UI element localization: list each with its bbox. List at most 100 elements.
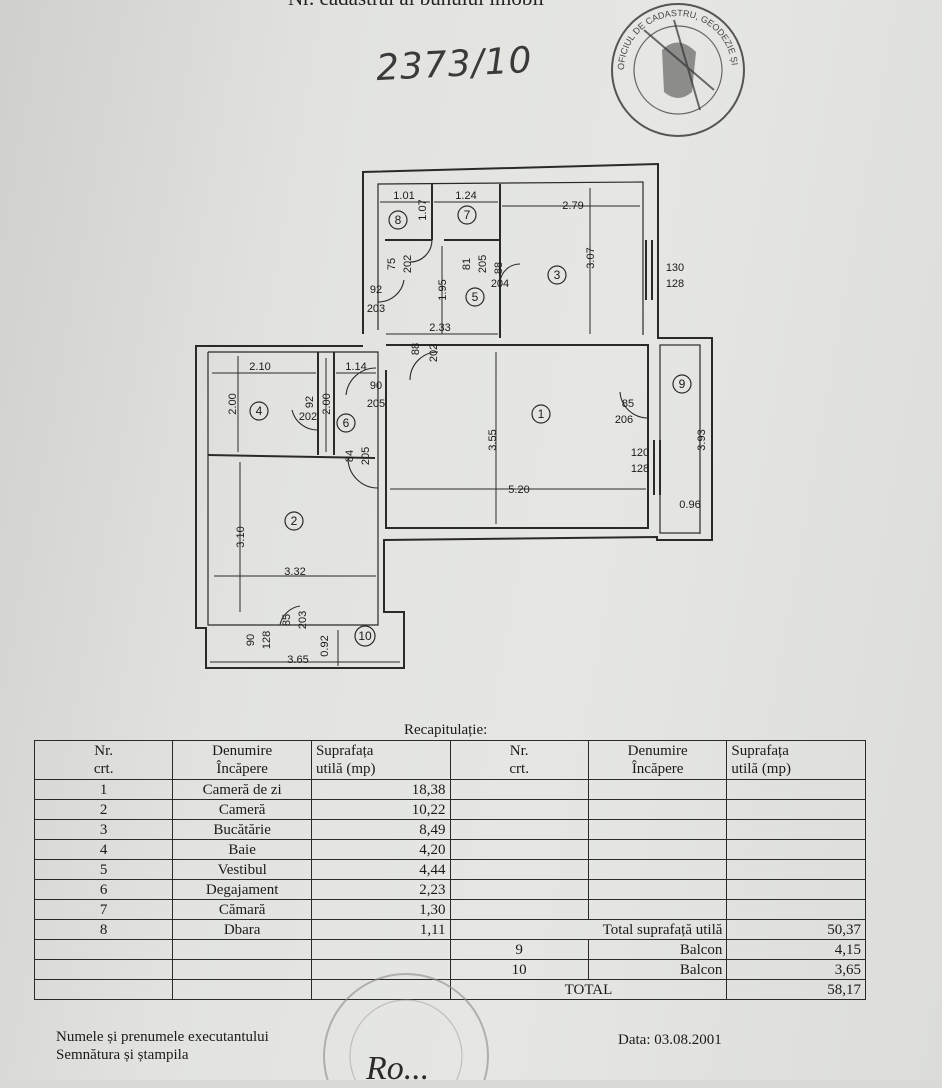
room-6-label: 6: [343, 416, 350, 430]
row-nr: 2: [33, 799, 174, 820]
dim-label: 204: [491, 278, 509, 290]
room-7-label: 7: [464, 208, 471, 222]
row-suprafata: 18,38: [310, 779, 451, 800]
room-4-label: 4: [256, 404, 263, 418]
row-nr: 9: [449, 939, 589, 960]
total-util-value: 50,37: [726, 919, 866, 940]
dim-label: 128: [631, 463, 649, 475]
dim-label: 3.07: [585, 247, 597, 268]
room-8-label: 8: [395, 213, 402, 227]
total-label: TOTAL: [449, 979, 728, 1000]
room-5-label: 5: [472, 290, 479, 304]
row-suprafata: 3,65: [726, 959, 866, 980]
dim-label: 2.00: [227, 393, 239, 414]
recap-title: Recapitulație:: [404, 722, 488, 738]
dim-label: 90: [245, 634, 257, 646]
row-suprafata: 2,23: [310, 879, 451, 900]
dim-label: 3.65: [287, 654, 308, 666]
table-row: 4 Baie 4,20: [33, 839, 866, 860]
row-denumire: Balcon: [587, 959, 728, 980]
dim-label: 90: [370, 380, 382, 392]
room-1-label: 1: [538, 407, 545, 421]
row-suprafata: 4,15: [726, 939, 866, 960]
room-9-label: 9: [679, 377, 686, 391]
dim-label: 3.32: [284, 566, 305, 578]
dim-label: 81: [461, 258, 473, 270]
row-suprafata: 1,30: [310, 899, 451, 920]
dim-label: 0.92: [319, 635, 331, 656]
row-suprafata: 1,11: [310, 919, 451, 940]
dim-label: 128: [666, 278, 684, 290]
dim-label: 202: [299, 411, 317, 423]
row-nr: 5: [33, 859, 174, 880]
row-suprafata: 4,20: [310, 839, 451, 860]
table-row: 1 Cameră de zi 18,38: [33, 779, 866, 800]
table-row: 8 Dbara 1,11 Total suprafață utilă 50,37: [33, 919, 866, 940]
row-nr: 1: [33, 779, 174, 800]
total-util-label: Total suprafață utilă: [449, 919, 728, 940]
document-title: Nr. cadastral al bunului imobil: [288, 0, 544, 11]
dim-label: 0.96: [679, 499, 700, 511]
dim-label: 2.33: [429, 322, 450, 334]
header-nr: Nr.crt.: [449, 740, 589, 780]
row-nr: 8: [33, 919, 174, 940]
handwritten-signature: Ro...: [366, 1050, 430, 1087]
dim-label: 92: [370, 284, 382, 296]
dim-label: 1.01: [393, 190, 414, 202]
dim-label: 2.10: [249, 361, 270, 373]
dim-label: 1.24: [455, 190, 476, 202]
document-date: Data: 03.08.2001: [618, 1032, 722, 1048]
table-row: 7 Cămară 1,30: [33, 899, 866, 920]
row-denumire: Vestibul: [172, 859, 312, 880]
dim-label: 203: [297, 611, 309, 629]
dim-label: 88: [493, 262, 505, 274]
row-denumire: Dbara: [172, 919, 312, 940]
room-2-label: 2: [291, 514, 298, 528]
dim-label: 84: [344, 450, 356, 462]
dim-label: 205: [360, 447, 372, 465]
row-suprafata: 10,22: [310, 799, 451, 820]
dim-label: 205: [477, 255, 489, 273]
row-nr: 7: [33, 899, 174, 920]
row-suprafata: 4,44: [310, 859, 451, 880]
row-denumire: Cămară: [172, 899, 312, 920]
row-denumire: Bucătărie: [172, 819, 312, 840]
dim-label: 85: [281, 614, 293, 626]
table-row: 3 Bucătărie 8,49: [33, 819, 866, 840]
dim-label: 3.10: [235, 526, 247, 547]
dim-label: 203: [367, 303, 385, 315]
dim-label: 202: [428, 344, 440, 362]
table-row: TOTAL 58,17: [33, 979, 866, 1000]
cadastre-seal: OFICIUL DE CADASTRU, GEODEZIE ȘI CARTOGR…: [604, 0, 745, 137]
signature-label: Semnătura și ștampila: [56, 1047, 189, 1063]
table-row: 6 Degajament 2,23: [33, 879, 866, 900]
row-suprafata: 8,49: [310, 819, 451, 840]
row-denumire: Cameră de zi: [172, 779, 312, 800]
dim-label: 88: [410, 343, 422, 355]
row-denumire: Degajament: [172, 879, 312, 900]
executant-label: Numele și prenumele executantului: [56, 1029, 269, 1045]
dim-label: 2.79: [562, 200, 583, 212]
dim-label: 202: [402, 255, 414, 273]
row-denumire: Cameră: [172, 799, 312, 820]
row-nr: 4: [33, 839, 174, 860]
dim-label: 92: [304, 396, 316, 408]
table-row: 9 Balcon 4,15: [33, 939, 866, 960]
floor-plan: 1 2 3 4 5 6 7 8 9 10 1.01 1.24 2.79 130 …: [195, 162, 713, 669]
row-denumire: Baie: [172, 839, 312, 860]
dim-label: 3.93: [696, 429, 708, 450]
dim-label: 85: [622, 398, 634, 410]
executant-block: Numele și prenumele executantului Semnăt…: [56, 1028, 269, 1064]
table-row: 5 Vestibul 4,44: [33, 859, 866, 880]
header-nr: Nr.crt.: [33, 740, 174, 780]
row-nr: 6: [33, 879, 174, 900]
dim-label: 75: [386, 258, 398, 270]
dim-label: 3.55: [487, 429, 499, 450]
row-nr: 3: [33, 819, 174, 840]
